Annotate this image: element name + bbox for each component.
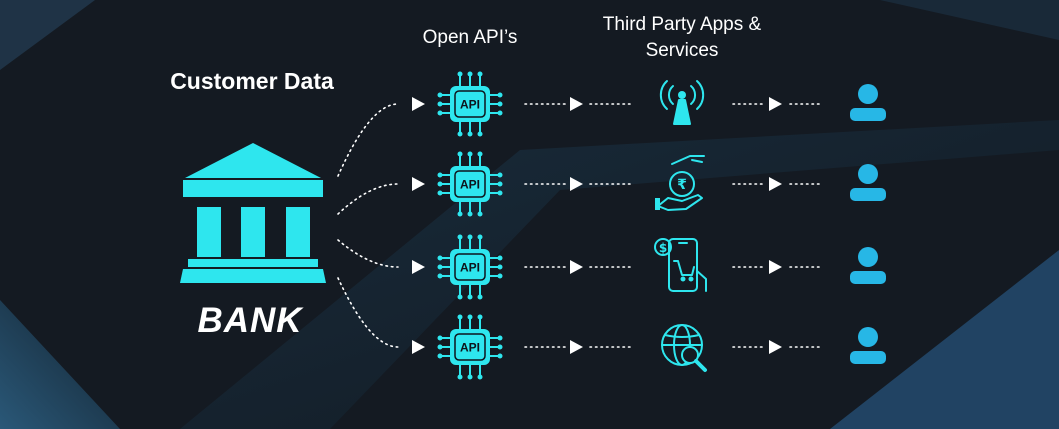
- api-chip-text: API: [460, 341, 480, 355]
- bank-connector: [337, 239, 399, 268]
- user-icon: [850, 327, 886, 364]
- arrow-head-icon: [412, 340, 425, 354]
- api-chip-icon: API: [437, 314, 503, 380]
- user-icon: [850, 164, 886, 201]
- radio-tower-icon: [659, 80, 705, 125]
- arrow-head-icon: [412, 177, 425, 191]
- globe-search-icon: [661, 324, 707, 372]
- dollar-symbol: $: [659, 241, 667, 255]
- rupee-hand-icon: ₹: [655, 155, 705, 211]
- arrow-head-icon: [570, 177, 583, 191]
- arrow-head-icon: [769, 177, 782, 191]
- arrow-head-icon: [570, 260, 583, 274]
- user-icon: [850, 84, 886, 121]
- arrow-head-icon: [769, 340, 782, 354]
- bank-connector: [337, 277, 399, 348]
- mobile-shopping-icon: $: [654, 238, 707, 292]
- flow-row-3: API $: [337, 234, 886, 300]
- arrow-head-icon: [412, 260, 425, 274]
- api-chip-text: API: [460, 98, 480, 112]
- arrow-head-icon: [769, 97, 782, 111]
- api-chip-text: API: [460, 261, 480, 275]
- api-chip-icon: API: [437, 71, 503, 137]
- flow-row-1: API: [337, 71, 886, 177]
- bank-connector: [337, 183, 399, 215]
- flow-row-4: API: [337, 277, 886, 380]
- bank-connector: [337, 103, 399, 177]
- arrow-head-icon: [769, 260, 782, 274]
- arrow-head-icon: [570, 340, 583, 354]
- rupee-symbol: ₹: [677, 177, 687, 193]
- arrow-head-icon: [570, 97, 583, 111]
- api-chip-icon: API: [437, 151, 503, 217]
- flow-row-2: API ₹: [337, 151, 886, 217]
- third-party-label: Third Party Apps & Services: [602, 14, 762, 61]
- customer-data-label: Customer Data: [170, 68, 334, 94]
- api-chip-icon: API: [437, 234, 503, 300]
- api-chip-text: API: [460, 178, 480, 192]
- user-icon: [850, 247, 886, 284]
- arrow-head-icon: [412, 97, 425, 111]
- bank-icon: [180, 143, 326, 283]
- open-apis-label: Open API’s: [422, 27, 518, 48]
- bank-label: BANK: [197, 301, 303, 340]
